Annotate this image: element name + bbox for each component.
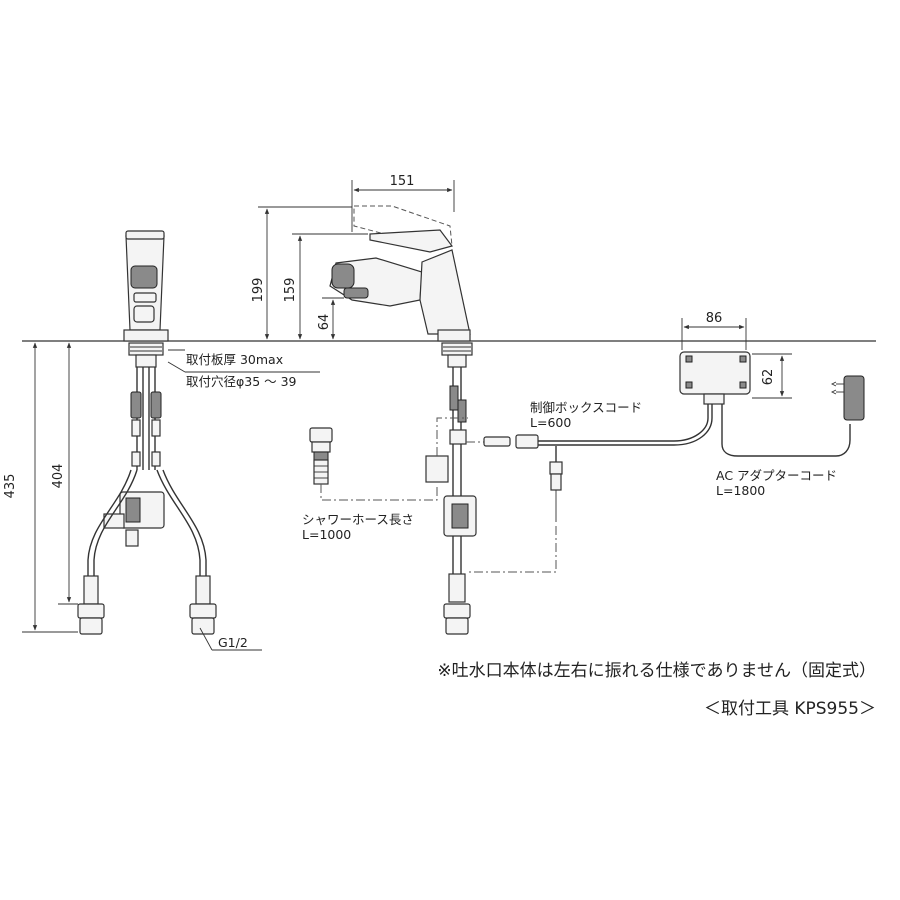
mount-hole-label: 取付穴径φ35 ～ 39: [186, 374, 297, 389]
dim-159-label: 159: [283, 278, 298, 303]
control-box: [679, 351, 751, 405]
fixed-spout-note: ※吐水口本体は左右に振れる仕様でありません（固定式）: [437, 661, 876, 681]
tool-note: ＜取付工具 KPS955＞: [704, 699, 876, 719]
dim-404-label: 404: [51, 464, 66, 489]
dim-199-label: 199: [251, 278, 266, 303]
thread-label: G1/2: [218, 635, 248, 650]
ac-adapter-cord-length-label: L=1800: [716, 483, 765, 498]
dim-435-label: 435: [3, 474, 18, 499]
mount-thickness-label: 取付板厚 30max: [186, 352, 283, 367]
ac-adapter: [830, 375, 865, 421]
control-box-cord: [466, 402, 713, 573]
side-view: [329, 205, 477, 635]
shower-hose-length-label: L=1000: [302, 527, 351, 542]
ac-adapter-cord: [721, 404, 851, 457]
shower-hose-connector: [309, 427, 333, 485]
front-view: [77, 230, 217, 635]
shower-hose-label: シャワーホース長さ: [302, 512, 414, 527]
dim-62-label: 62: [761, 369, 776, 386]
control-box-cord-label: 制御ボックスコード: [530, 400, 642, 415]
dim-151-label: 151: [390, 174, 415, 189]
ac-adapter-cord-label: AC アダプターコード: [716, 468, 837, 483]
dim-64-label: 64: [317, 314, 332, 331]
dim-86-label: 86: [706, 311, 723, 326]
control-box-cord-length-label: L=600: [530, 415, 571, 430]
